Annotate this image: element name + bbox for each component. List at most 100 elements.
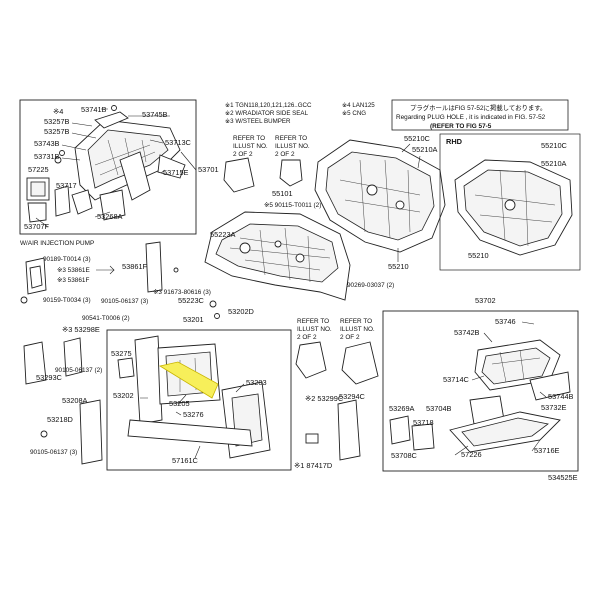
refer-box-3: REFER TO ILLUST NO. 2 OF 2 — [295, 318, 332, 379]
diagram-id: 534525E — [548, 473, 578, 482]
label-53717: 53717 — [56, 181, 77, 190]
label-53718: 53718 — [413, 418, 434, 427]
note-3: ※3 W/STEEL BUMPER — [225, 118, 291, 125]
label-53742B: 53742B — [454, 328, 480, 337]
label-53205: 53205 — [169, 399, 190, 408]
label-90105-06137-b: 90105-06137 (3) — [30, 449, 77, 456]
label-57161C: 57161C — [172, 456, 199, 465]
part-53205-highlight — [158, 361, 219, 399]
label-55210-2: 55210 — [468, 251, 489, 260]
label-53714C: 53714C — [443, 375, 470, 384]
plug-note-en: Regarding PLUG HOLE , it is indicated in… — [396, 114, 546, 121]
label-53745B: 53745B — [142, 110, 168, 119]
upper-left-assembly — [26, 105, 186, 223]
arrow-right — [96, 265, 115, 275]
dash-panel-55223A — [204, 211, 351, 301]
label-53202: 53202 — [113, 391, 134, 400]
label-55101: 55101 — [272, 189, 293, 198]
label-s4: ※4 — [53, 107, 63, 116]
label-55223A: 55223A — [210, 230, 236, 239]
group-box-center — [106, 329, 292, 471]
rhd-label: RHD — [446, 137, 463, 146]
label-air-injection: W/AIR INJECTION PUMP — [20, 240, 94, 247]
label-90105-06137-2: 90105-06137 (2) — [55, 367, 102, 374]
label-55210A-1: 55210A — [412, 145, 438, 154]
svg-text:ILLUST NO.: ILLUST NO. — [233, 143, 268, 150]
note-4: ※4 LAN125 — [342, 102, 375, 109]
note-1: ※1 TGN118,120,121,126..GCC — [225, 102, 312, 109]
svg-text:2 OF 2: 2 OF 2 — [233, 151, 253, 158]
svg-text:2 OF 2: 2 OF 2 — [275, 151, 295, 158]
label-53716E: 53716E — [534, 446, 560, 455]
label-53743B: 53743B — [34, 139, 60, 148]
label-90105-06137-3: 90105-06137 (3) — [101, 298, 148, 305]
label-53715E: 53715E — [163, 168, 189, 177]
svg-text:REFER TO: REFER TO — [297, 318, 329, 325]
label-53269A: 53269A — [389, 404, 415, 413]
svg-text:REFER TO: REFER TO — [275, 135, 307, 142]
svg-text:ILLUST NO.: ILLUST NO. — [275, 143, 310, 150]
note-2: ※2 W/RADIATOR SIDE SEAL — [225, 110, 309, 117]
refer-box-1: REFER TO ILLUST NO. 2 OF 2 — [223, 135, 268, 193]
label-53861F: ※3 53861F — [57, 277, 89, 284]
label-53731B: 53731B — [34, 152, 60, 161]
label-90541-T0006: 90541-T0006 (2) — [82, 315, 130, 322]
label-53201: 53201 — [183, 315, 204, 324]
label-53707F: 53707F — [24, 222, 50, 231]
rhd-box — [439, 133, 581, 271]
label-53257B-2: 53257B — [44, 127, 70, 136]
label-53741B: 53741B — [81, 105, 107, 114]
plug-note-jp: プラグホールはFIG 57-52に掲載しております。 — [410, 103, 546, 112]
dash-silencer-55210-lhd — [314, 139, 446, 253]
right-apron-assembly — [389, 339, 571, 453]
svg-text:2 OF 2: 2 OF 2 — [297, 334, 317, 341]
label-53208A: 53208A — [62, 396, 88, 405]
label-53294C: 53294C — [339, 392, 366, 401]
label-55210C-2: 55210C — [541, 141, 568, 150]
refer-box-2: REFER TO ILLUST NO. 2 OF 2 — [275, 135, 310, 187]
svg-text:ILLUST NO.: ILLUST NO. — [297, 326, 332, 333]
label-53299C: ※2 53299C — [305, 394, 344, 403]
label-53257B-1: 53257B — [44, 117, 70, 126]
label-53203: 53203 — [246, 378, 267, 387]
label-91673: ※3 91673-80616 (3) — [153, 289, 211, 296]
label-55223C: 55223C — [178, 296, 205, 305]
label-87417D: ※1 87417D — [294, 461, 332, 470]
label-53713C: 53713C — [165, 138, 192, 147]
svg-text:2 OF 2: 2 OF 2 — [340, 334, 360, 341]
label-55210A-2: 55210A — [541, 159, 567, 168]
label-53708C: 53708C — [391, 451, 418, 460]
label-53276: 53276 — [183, 410, 204, 419]
label-57226: 57226 — [461, 450, 482, 459]
label-53293C: 53293C — [36, 373, 63, 382]
label-53275: 53275 — [111, 349, 132, 358]
label-90269: 90269-03037 (2) — [347, 282, 394, 289]
label-53732E: 53732E — [541, 403, 567, 412]
svg-text:REFER TO: REFER TO — [340, 318, 372, 325]
svg-text:ILLUST NO.: ILLUST NO. — [340, 326, 375, 333]
refer-box-4: REFER TO ILLUST NO. 2 OF 2 — [340, 318, 379, 385]
label-53704B: 53704B — [426, 404, 452, 413]
label-55210: 55210 — [388, 262, 409, 271]
label-53701: 53701 — [198, 165, 219, 174]
label-90189-T0014: 90189-T0014 (3) — [43, 256, 91, 263]
label-53861F-b: 53861F — [122, 262, 148, 271]
group-box-upper-left — [19, 99, 197, 235]
dash-silencer-55210-rhd — [454, 159, 573, 256]
svg-text:REFER TO: REFER TO — [233, 135, 265, 142]
label-90159-T0034: 90159-T0034 (3) — [43, 297, 91, 304]
label-55210C-1: 55210C — [404, 134, 431, 143]
label-53268A: 53268A — [97, 212, 123, 221]
plug-note-ref: (REFER TO FIG 57-5 — [430, 123, 492, 130]
label-53746: 53746 — [495, 317, 516, 326]
label-53218D: 53218D — [47, 415, 73, 424]
radiator-support-assembly — [127, 335, 271, 459]
label-53861E: ※3 53861E — [57, 267, 90, 274]
label-53202D: 53202D — [228, 307, 254, 316]
plug-note-box — [391, 99, 569, 131]
note-5: ※5 CNG — [342, 110, 366, 117]
label-53744B: 53744B — [548, 392, 574, 401]
group-box-right — [382, 310, 579, 472]
label-90115-T0011: ※5 90115-T0011 (2) — [264, 202, 321, 209]
